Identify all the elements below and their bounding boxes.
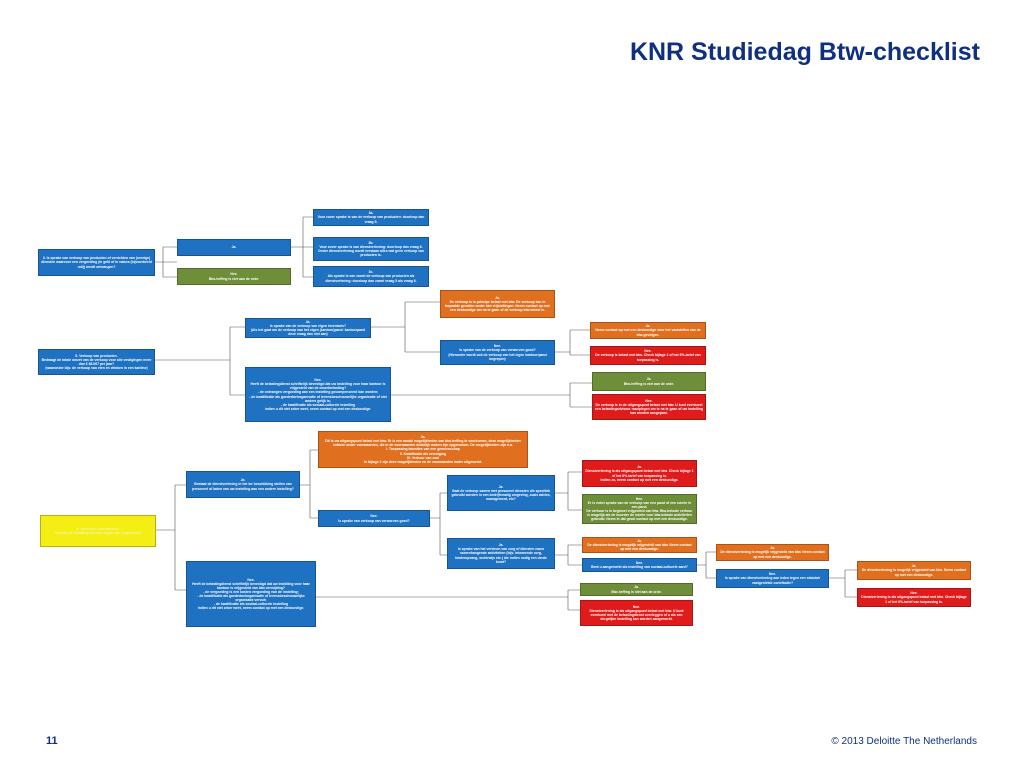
sale-taxed-box: Nee. De verkoop is belast met btw. Check… xyxy=(590,346,706,365)
tax-office-confirmation-box: Nee. Heeft de belastingdienst schrifteli… xyxy=(186,561,316,627)
inventory-sale-box: Ja. De verkoop is in principe belast met… xyxy=(440,290,555,318)
occasional-sale-box: Nee. Is sprake van de verkoop van verwor… xyxy=(440,340,555,365)
no-vat-6-box: Ja. Btw-heffing is niet aan de orde. xyxy=(580,583,693,596)
option-3a-box: 3a. Voor zover sprake is van de verkoop … xyxy=(313,209,429,226)
services-taxed-6d-box: Nee. Dienstverlening is als uitgangspunt… xyxy=(857,588,971,607)
specific-services-box: Ja. Gaat de verkoop samen met personeel … xyxy=(447,475,555,511)
services-taxed-6e-box: Nee. Dienstverlening is als uitgangspunt… xyxy=(580,600,693,626)
option-3c-box: 3c. Als sprake is van zowel de verkoop v… xyxy=(313,266,429,287)
rental-exempt-box: Nee. Er is enkel sprake van de verkoop v… xyxy=(582,494,697,524)
answer-5-no-box: Nee. Heeft de belastingdienst schrifteli… xyxy=(245,367,391,422)
contact-expert-box: Ja. Neem contact op met een deskundige v… xyxy=(590,322,706,339)
answer-3-no-box: Nee. Btw-heffing is niet aan de orde. xyxy=(177,268,291,285)
care-services-box: Ja. Is sprake van het verlenen van zorg … xyxy=(447,538,555,569)
services-exempt-6d-box: Ja. De dienstverlening is mogelijk vrijg… xyxy=(857,561,971,580)
answer-3-yes-box: Ja. xyxy=(177,239,291,256)
staff-provision-box: Ja. Bestaat de dienstverlening in het te… xyxy=(186,471,300,498)
services-taxed-6a-box: Ja. Dienstverlening is als uitgangspunt … xyxy=(582,460,697,487)
socio-cultural-box: Nee. Bent u aangemerkt als instelling va… xyxy=(582,558,697,572)
answer-5-yes-box: Ja. Is sprake van de verkoop van eigen i… xyxy=(245,318,371,338)
member-contribution-box: Nee. Is sprake van dienstverlening aan l… xyxy=(716,569,829,588)
question-3-box: 3. Is sprake van verkoop van producten o… xyxy=(38,249,155,276)
question-5-box: 5. Verkoop van producten. Bedraagt de to… xyxy=(38,349,155,375)
page-title: KNR Studiedag Btw-checklist xyxy=(629,38,980,66)
services-taxed-box: Ja. Dit is uw uitgangspunt belast met bt… xyxy=(318,431,528,468)
no-vat-5-box: Ja. Btw-heffing is niet aan de orde. xyxy=(592,372,706,391)
question-6-box: 6. Verrichten van diensten. Verricht uw … xyxy=(40,515,156,547)
sale-taxed-advisor-box: Nee. De verkoop is in de uitgangspunt be… xyxy=(592,394,706,420)
services-exempt-6b-box: Ja. De dienstverlening is mogelijk vrijg… xyxy=(582,537,697,553)
services-exempt-6c-box: Ja. De dienstverlening is mogelijk vrijg… xyxy=(716,544,829,561)
copyright-notice: © 2013 Deloitte The Netherlands xyxy=(831,736,977,747)
acquired-goods-box: Nee. Is sprake van verkoop van verworven… xyxy=(318,510,430,527)
page-number: 11 xyxy=(46,735,58,747)
option-3b-box: 3b. Voor zover sprake is van dienstverle… xyxy=(313,237,429,261)
